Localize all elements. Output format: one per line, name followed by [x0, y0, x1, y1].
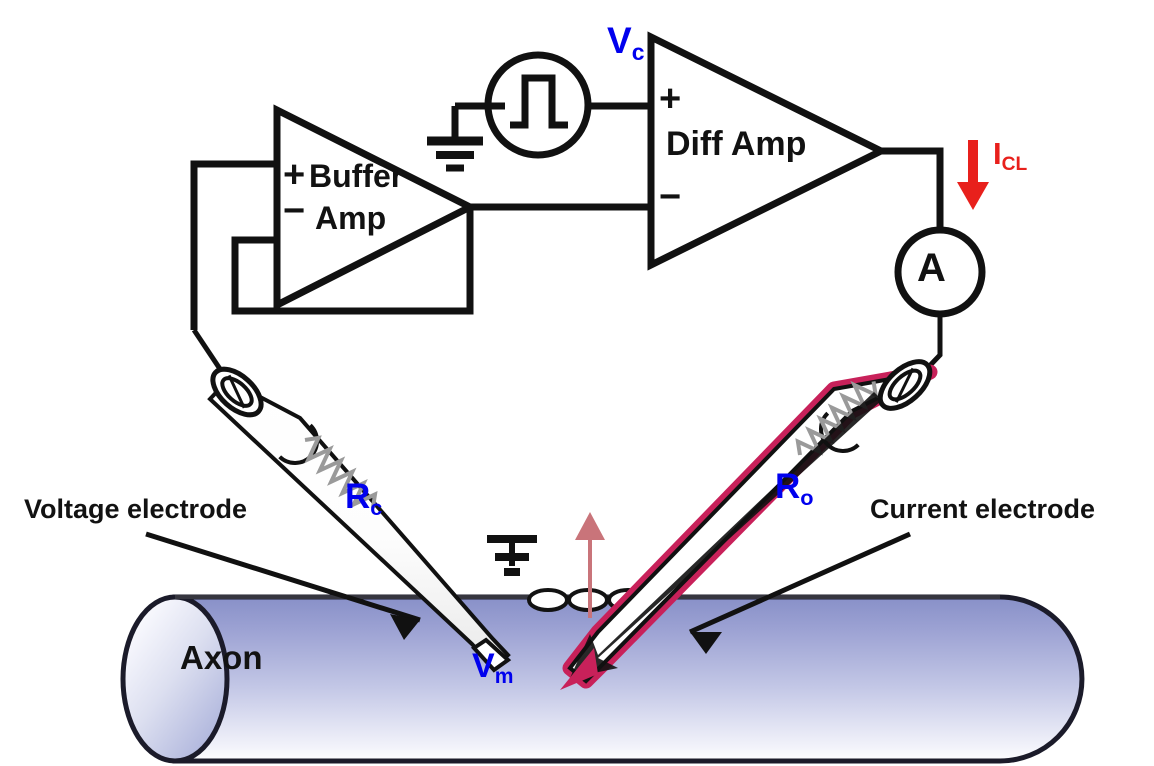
- axon-label: Axon: [180, 639, 263, 676]
- bath-ground-icon: [487, 535, 537, 576]
- diff-amp-minus-input: −: [659, 176, 682, 218]
- diff-amp-symbol: [647, 31, 889, 271]
- buffer-amp-minus-input: −: [283, 190, 306, 232]
- clamp-current-arrow: [957, 140, 989, 210]
- buffer-amp-plus-input: +: [283, 154, 306, 196]
- membrane-voltage-label: Vm: [472, 647, 514, 689]
- diffamp-output-wire: [881, 147, 944, 231]
- ammeter-label: A: [917, 246, 946, 290]
- buffer-amp-label-line1: Buffer: [309, 158, 404, 194]
- voltage-electrode-resistance-label: Rc: [345, 477, 383, 520]
- command-voltage-label: Vc: [607, 20, 645, 65]
- electrode-coil: [304, 435, 378, 509]
- ion-current-arrow: [575, 512, 605, 618]
- clamp-current-label: ICL: [993, 136, 1028, 175]
- voltage-electrode: [207, 366, 512, 673]
- diff-amp-plus-input: +: [659, 78, 682, 120]
- voltage-electrode-lead: [191, 328, 225, 374]
- buffer-amp-symbol: [273, 104, 478, 311]
- diff-amp-label: Diff Amp: [666, 125, 807, 163]
- axon-end-cap: [120, 594, 230, 764]
- current-electrode: [560, 359, 938, 690]
- current-electrode-pointer: [688, 531, 912, 654]
- current-electrode-caption: Current electrode: [870, 494, 1096, 524]
- voltage-electrode-caption: Voltage electrode: [24, 494, 248, 524]
- buffer-amp-label-line2: Amp: [315, 200, 387, 236]
- voltage-electrode-pointer: [145, 531, 421, 640]
- current-electrode-resistance-label: Ro: [775, 467, 814, 510]
- buffer-amp-input-wires: [190, 160, 474, 330]
- pulse-generator-icon: [484, 51, 651, 159]
